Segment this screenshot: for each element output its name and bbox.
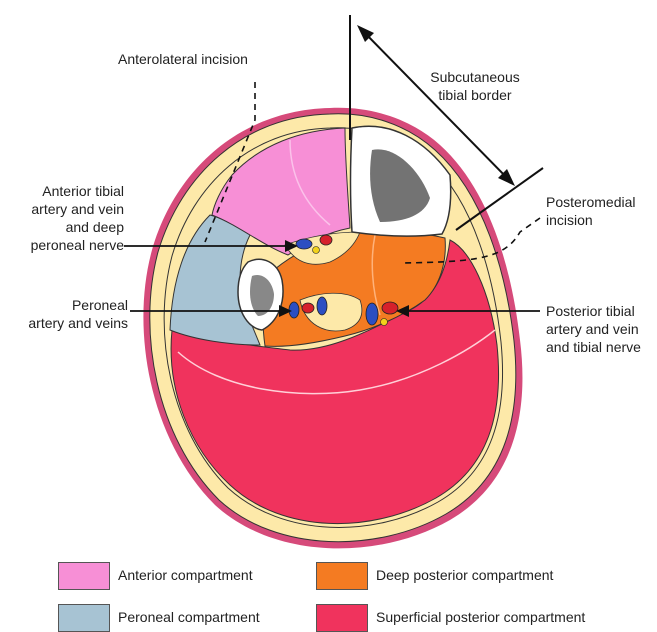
label-line: Posteromedial <box>546 193 656 211</box>
label-line: and tibial nerve <box>546 338 656 356</box>
label-line: incision <box>546 211 656 229</box>
label-line: tibial border <box>415 86 535 104</box>
label-line: artery and vein <box>6 200 124 218</box>
peroneal-artery <box>302 303 314 313</box>
label-subcutaneous-tibial-border: Subcutaneous tibial border <box>415 68 535 104</box>
label-line: and deep <box>6 218 124 236</box>
label-anterolateral-incision: Anterolateral incision <box>118 50 278 68</box>
label-posteromedial-incision: Posteromedial incision <box>546 193 656 229</box>
label-anterior-tibial: Anterior tibial artery and vein and deep… <box>6 182 124 254</box>
legend-swatch <box>316 604 368 632</box>
label-line: Anterior tibial <box>6 182 124 200</box>
legend-swatch <box>58 562 110 590</box>
label-line: peroneal nerve <box>6 236 124 254</box>
anterior-tibial-vein <box>296 239 312 249</box>
legend-label: Superficial posterior compartment <box>376 609 585 625</box>
deep-peroneal-nerve <box>313 247 320 254</box>
peroneal-vein-2 <box>317 297 327 315</box>
label-peroneal-artery: Peroneal artery and veins <box>6 296 128 332</box>
legend-label: Anterior compartment <box>118 567 253 583</box>
label-posterior-tibial: Posterior tibial artery and vein and tib… <box>546 302 656 356</box>
label-line: artery and vein <box>546 320 656 338</box>
legend-label: Peroneal compartment <box>118 609 260 625</box>
anterior-tibial-artery <box>320 235 332 245</box>
label-line: artery and veins <box>6 314 128 332</box>
posterior-tibial-vein <box>366 303 378 325</box>
posterior-tibial-artery <box>382 302 398 314</box>
legend-swatch <box>316 562 368 590</box>
legend-swatch <box>58 604 110 632</box>
peroneal-vein-1 <box>289 302 299 318</box>
tibial-nerve <box>381 319 388 326</box>
label-line: Peroneal <box>6 296 128 314</box>
label-line: Posterior tibial <box>546 302 656 320</box>
label-line: Subcutaneous <box>415 68 535 86</box>
legend-label: Deep posterior compartment <box>376 567 553 583</box>
